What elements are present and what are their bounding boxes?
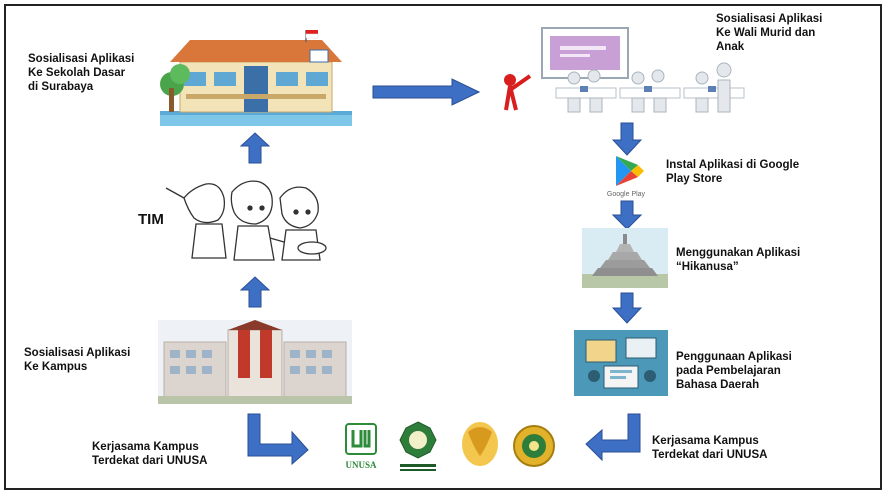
arrow-up-to-school [240,132,270,164]
borobudur-temple-illustration [582,228,668,288]
label-kerjasama-right: Kerjasama Kampus Terdekat dari UNUSA [652,435,768,461]
label-sosialisasi-sekolah-dasar: Sosialisasi Aplikasi Ke Sekolah Dasar di… [28,53,135,93]
label-penggunaan-bahasa-daerah: Penggunaan Aplikasi pada Pembelajaran Ba… [676,351,792,391]
arrow-bend-left-to-logos [584,412,642,462]
unesa-logo [462,422,498,466]
school-building-illustration [160,28,352,126]
arrow-down-to-playstore [612,122,642,156]
classroom-presentation-illustration [496,26,756,118]
label-kerjasama-left: Kerjasama Kampus Terdekat dari UNUSA [92,441,208,467]
label-sosialisasi-kampus: Sosialisasi Aplikasi Ke Kampus [24,347,131,373]
campus-logos-row: UNUSA [338,418,578,480]
unusa-logo: UNUSA [345,423,377,470]
google-play-logo: Google Play [594,154,658,200]
label-tim: TIM [138,211,164,228]
arrow-down-to-learning [612,292,642,324]
label-menggunakan-hikanusa: Menggunakan Aplikasi “Hikanusa” [676,247,801,273]
diagram-frame [4,4,882,490]
arrow-bend-right-to-logos [246,412,310,466]
label-sosialisasi-wali-murid: Sosialisasi Aplikasi Ke Wali Murid dan A… [716,13,823,53]
university-seal-logo [513,425,555,467]
google-play-caption: Google Play [607,191,646,198]
learning-devices-illustration [574,330,668,396]
arrow-up-to-team [240,276,270,308]
islamic-university-logo [399,421,437,471]
unusa-logo-text: UNUSA [345,460,377,470]
label-instal-aplikasi: Instal Aplikasi di Google Play Store [666,159,800,185]
arrow-right-to-parents [372,78,480,106]
campus-building-illustration [158,320,352,404]
team-illustration [162,168,334,266]
arrow-down-to-hikanusa [612,200,642,230]
